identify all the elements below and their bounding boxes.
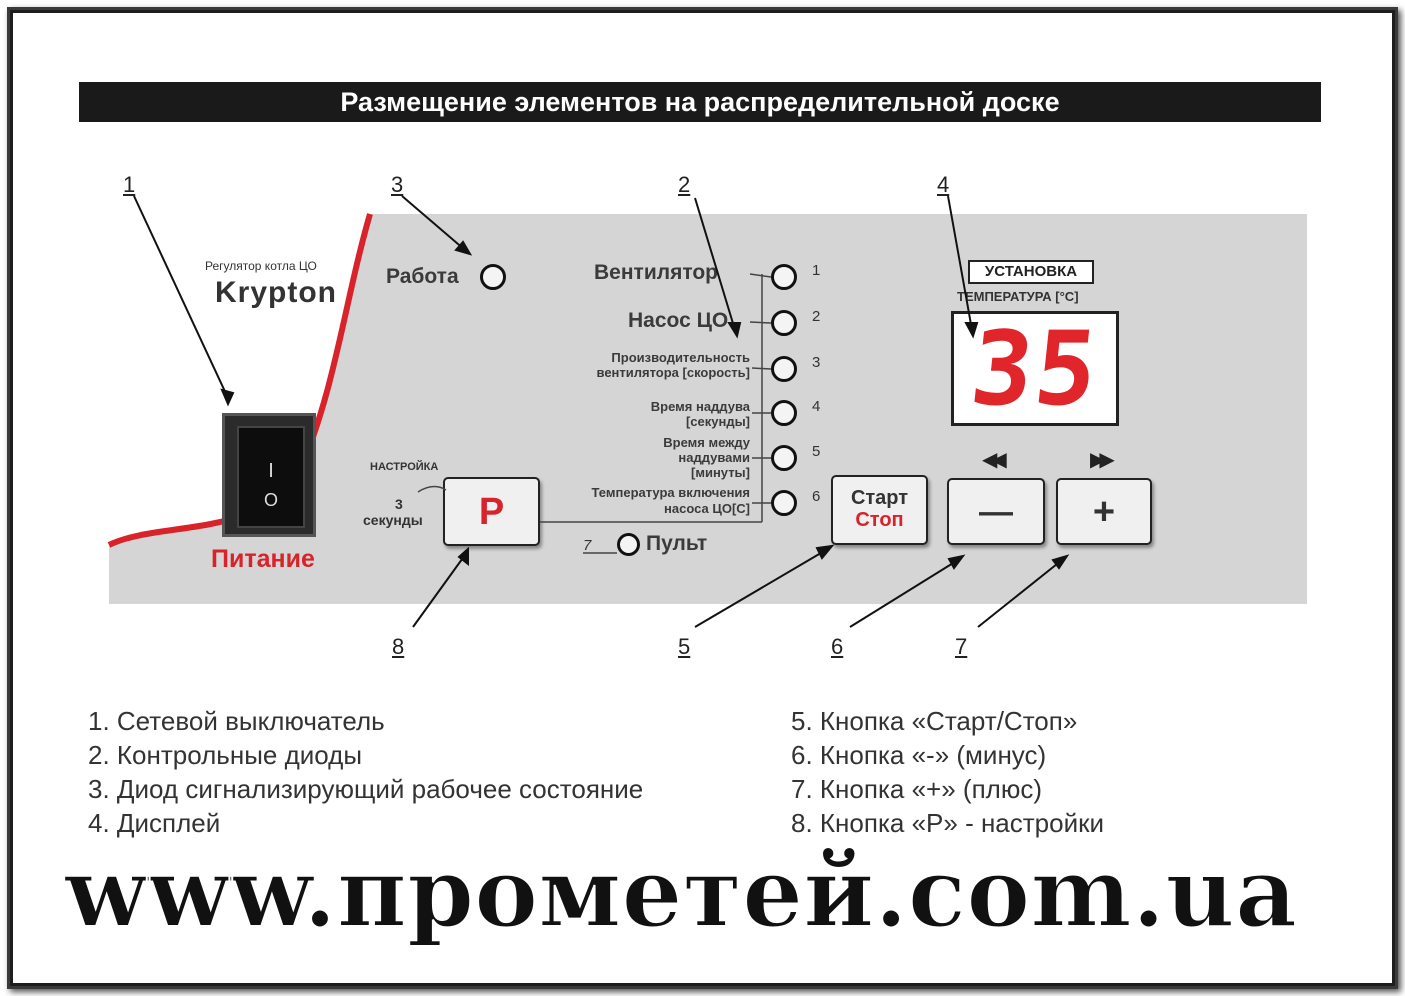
legend-left: 1. Сетевой выключатель 2. Контрольные ди… [88, 704, 643, 840]
led-number-3: 3 [812, 354, 821, 371]
minus-label: — [979, 493, 1013, 531]
legend-item: 8. Кнопка «P» - настройки [791, 808, 1105, 838]
led-label-3a: Производительность [611, 350, 750, 365]
callout-8: 8 [392, 634, 405, 659]
remote-label: Пульт [646, 532, 708, 555]
website-watermark: www.прометей.com.ua [64, 836, 1298, 949]
brand-caption: Регулятор котла ЦО [205, 259, 317, 273]
callout-3: 3 [391, 172, 404, 197]
led-label-1: Вентилятор [594, 261, 718, 284]
led-label-4a: Время наддува [650, 399, 750, 414]
callout-7: 7 [955, 634, 968, 659]
legend-right: 5. Кнопка «Старт/Стоп» 6. Кнопка «-» (ми… [791, 704, 1104, 840]
p-button-label: P [478, 491, 505, 533]
power-switch[interactable]: I O [222, 413, 316, 537]
led-label-6b: насоса ЦО[С] [664, 501, 750, 516]
indicator-led-3 [771, 356, 797, 382]
led-label-4b: [секунды] [685, 414, 750, 429]
legend-item: 3. Диод сигнализирующий рабочее состояни… [88, 774, 644, 804]
power-label: Питание [211, 545, 315, 573]
rewind-icon: ◀◀ [982, 449, 1007, 471]
led-label-5b: наддувами [678, 450, 750, 465]
switch-on-symbol: I [268, 460, 274, 482]
led-number-1: 1 [812, 262, 821, 279]
led-label-5a: Время между [663, 435, 750, 450]
indicator-led-6 [771, 490, 797, 516]
stop-label: Стоп [855, 509, 904, 531]
led-label-5c: [минуты] [691, 465, 750, 480]
led-number-2: 2 [812, 308, 821, 325]
settings-hold-number: 3 [395, 496, 403, 512]
work-led [480, 264, 506, 290]
plus-label: + [1092, 491, 1116, 533]
callout-5: 5 [678, 634, 691, 659]
remote-led [617, 533, 640, 556]
work-label: Работа [386, 265, 459, 288]
led-number-5: 5 [812, 443, 821, 460]
temperature-display: 35 [951, 310, 1119, 429]
led-label-6a: Температура включения [591, 485, 750, 500]
led-number-6: 6 [812, 488, 821, 505]
page-title: Размещение элементов на распределительно… [79, 82, 1321, 122]
legend-item: 6. Кнопка «-» (минус) [791, 740, 1047, 770]
settings-hold-unit: секунды [363, 512, 423, 528]
display-header: УСТАНОВКА [968, 260, 1094, 284]
brand-name: Krypton [215, 276, 337, 309]
led-label-3b: вентилятора [скорость] [596, 365, 751, 380]
start-stop-button[interactable]: Старт Стоп [831, 475, 928, 545]
display-subheader: ТЕМПЕРАТУРА [°C] [957, 289, 1079, 304]
legend-item: 5. Кнопка «Старт/Стоп» [791, 706, 1078, 736]
start-label: Старт [850, 487, 909, 509]
callout-4: 4 [937, 172, 950, 197]
plus-button[interactable]: + [1056, 478, 1152, 545]
led-label-2: Насос ЦО [628, 309, 729, 332]
callout-2: 2 [678, 172, 691, 197]
legend-item: 7. Кнопка «+» (плюс) [791, 774, 1042, 804]
legend-item: 4. Дисплей [88, 808, 221, 838]
p-settings-button[interactable]: P [443, 477, 540, 546]
callout-1: 1 [123, 172, 136, 197]
callout-6: 6 [831, 634, 844, 659]
switch-off-symbol: O [263, 490, 278, 510]
remote-number: 7 [583, 537, 592, 554]
indicator-led-5 [771, 445, 797, 471]
minus-button[interactable]: — [947, 478, 1045, 545]
led-number-4: 4 [812, 398, 821, 415]
legend-item: 1. Сетевой выключатель [88, 706, 385, 736]
legend-item: 2. Контрольные диоды [88, 740, 363, 770]
indicator-led-2 [771, 310, 797, 336]
fast-forward-icon: ▶▶ [1090, 449, 1115, 471]
indicator-led-1 [771, 264, 797, 290]
settings-label: НАСТРОЙКА [370, 461, 439, 473]
indicator-led-4 [771, 400, 797, 426]
